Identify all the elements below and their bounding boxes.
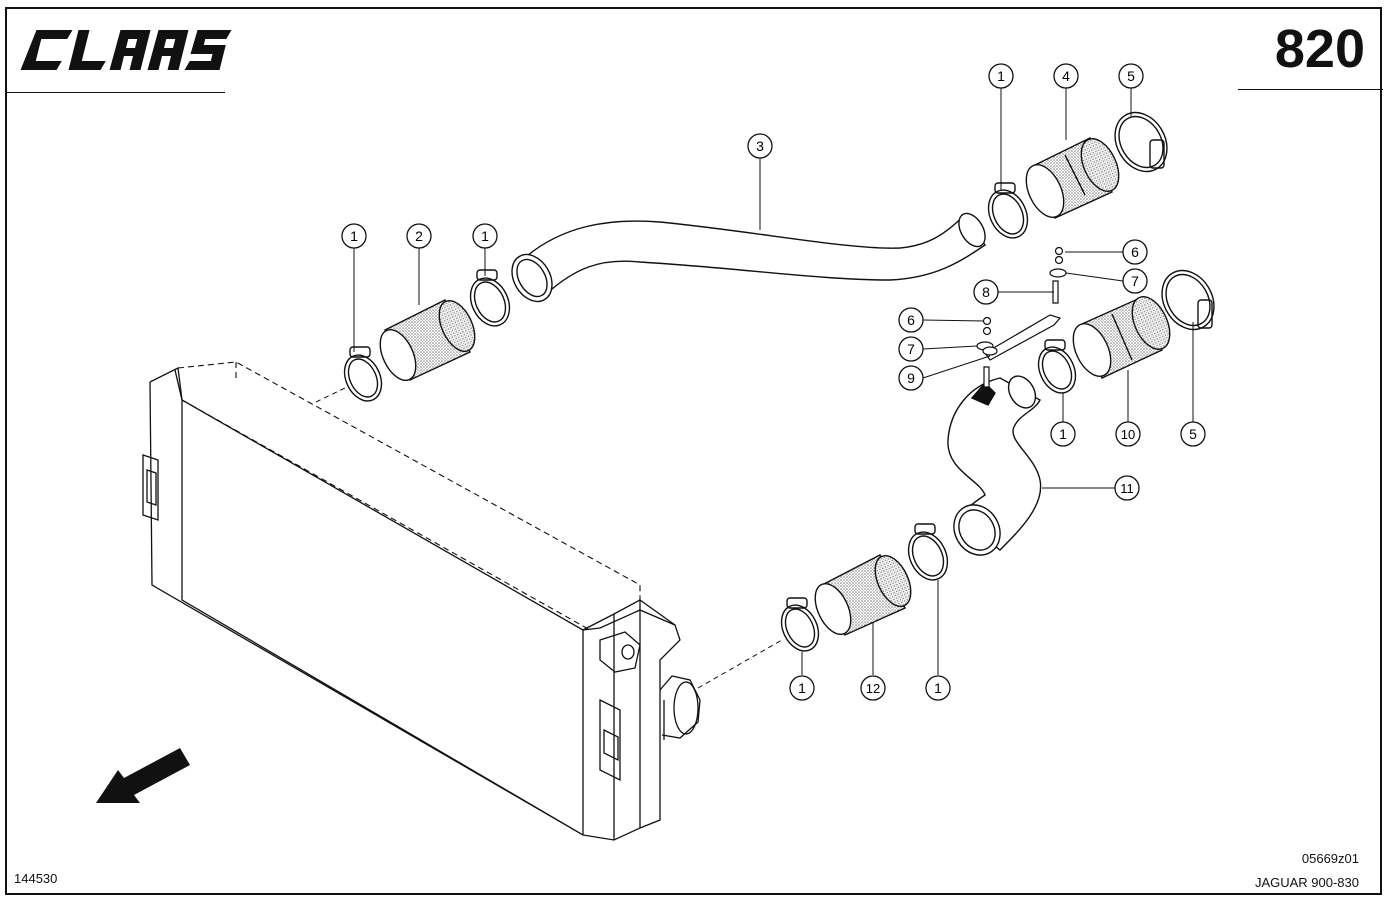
band-clamp-icon <box>1152 261 1225 339</box>
hose-clamp-icon <box>901 524 955 586</box>
callout-7: 7 <box>1123 269 1147 293</box>
callout-11: 11 <box>1115 476 1139 500</box>
svg-text:10: 10 <box>1121 427 1135 442</box>
callout-1: 1 <box>473 224 497 248</box>
svg-text:5: 5 <box>1127 68 1135 84</box>
callout-1: 1 <box>342 224 366 248</box>
svg-text:4: 4 <box>1062 68 1070 84</box>
svg-text:7: 7 <box>907 341 915 357</box>
svg-text:8: 8 <box>982 284 990 300</box>
callout-6: 6 <box>1123 240 1147 264</box>
callout-3: 3 <box>748 134 772 158</box>
intercooler <box>143 362 700 840</box>
hose-clamp-icon <box>1031 340 1082 399</box>
callout-12: 12 <box>861 676 885 700</box>
direction-arrow-icon <box>96 748 190 803</box>
svg-text:6: 6 <box>1131 244 1139 260</box>
svg-text:6: 6 <box>907 312 915 328</box>
svg-text:1: 1 <box>1059 426 1067 442</box>
svg-text:12: 12 <box>866 681 880 696</box>
charge-air-pipe-3 <box>504 209 991 309</box>
callout-8: 8 <box>974 280 998 304</box>
model-label: JAGUAR 900-830 <box>1254 875 1359 890</box>
svg-text:2: 2 <box>415 228 423 244</box>
svg-text:1: 1 <box>350 228 358 244</box>
callout-9: 9 <box>899 366 923 390</box>
svg-text:11: 11 <box>1120 481 1134 496</box>
inlet-leader <box>316 388 345 402</box>
callout-2: 2 <box>407 224 431 248</box>
callout-7: 7 <box>899 337 923 361</box>
callout-1: 1 <box>926 676 950 700</box>
callout-4: 4 <box>1054 64 1078 88</box>
callout-1: 1 <box>1051 422 1075 446</box>
callout-1: 1 <box>790 676 814 700</box>
hose-clamp-icon <box>337 347 388 407</box>
leader-lines <box>354 88 1193 675</box>
hose-clamp-icon <box>774 598 825 657</box>
svg-text:1: 1 <box>798 680 806 696</box>
svg-text:1: 1 <box>481 228 489 244</box>
header-rule-left <box>5 92 225 93</box>
callouts: 1 2 1 3 1 4 5 6 7 8 6 7 9 1 10 5 11 1 12… <box>342 64 1205 700</box>
header-rule-right <box>1238 89 1383 90</box>
callout-10: 10 <box>1116 422 1140 446</box>
rubber-hose-10 <box>1066 291 1178 382</box>
callout-1: 1 <box>989 64 1013 88</box>
outlet-leader <box>698 640 782 688</box>
rubber-hose-12 <box>808 550 918 640</box>
rubber-hose-2 <box>373 295 482 386</box>
image-id: 144530 <box>14 871 58 886</box>
drawing-id: 05669z01 <box>1301 851 1359 866</box>
hose-clamp-icon <box>981 183 1035 244</box>
svg-text:3: 3 <box>756 138 764 154</box>
claas-logo <box>20 30 232 70</box>
band-clamp-icon <box>1105 103 1178 181</box>
nut-6b <box>984 318 991 325</box>
strap-9 <box>985 315 1060 360</box>
svg-text:9: 9 <box>907 370 915 386</box>
callout-5: 5 <box>1181 422 1205 446</box>
callout-5: 5 <box>1119 64 1143 88</box>
mounting-hardware <box>977 248 1066 388</box>
nut-6a <box>1056 248 1063 255</box>
svg-text:1: 1 <box>934 680 942 696</box>
svg-text:1: 1 <box>997 68 1005 84</box>
charge-air-pipe-11 <box>945 371 1041 563</box>
callout-6: 6 <box>899 308 923 332</box>
svg-text:7: 7 <box>1131 273 1139 289</box>
washer-7a <box>1050 269 1066 277</box>
page-number: 820 <box>1274 19 1365 79</box>
sheet-frame <box>5 7 1382 895</box>
hose-clamp-icon <box>463 270 517 332</box>
svg-text:5: 5 <box>1189 426 1197 442</box>
rubber-hose-4 <box>1019 133 1127 223</box>
